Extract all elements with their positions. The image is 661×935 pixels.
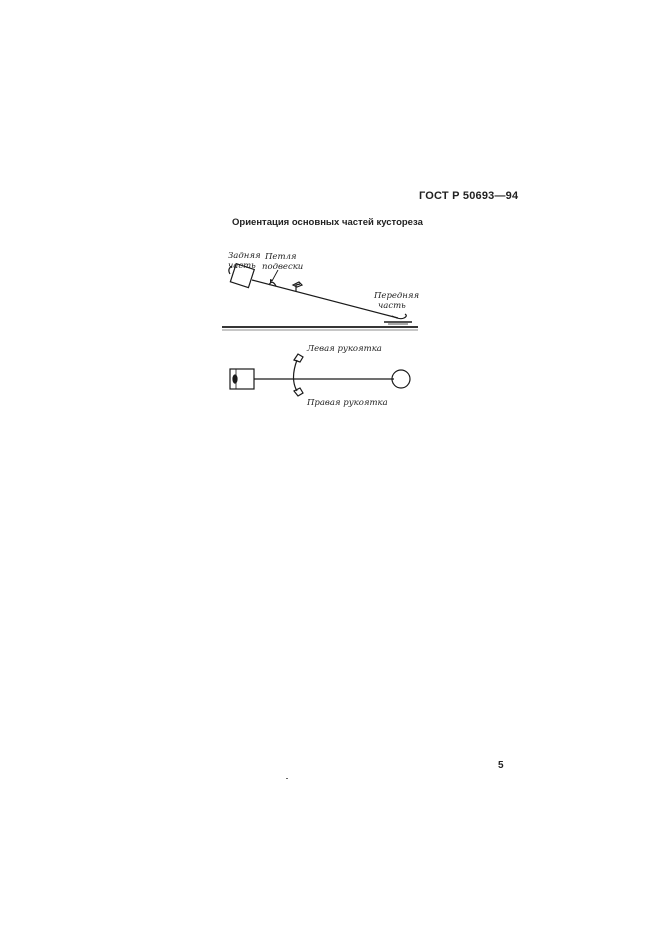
svg-text:Правая рукоятка: Правая рукоятка (306, 398, 388, 408)
svg-text:подвески: подвески (262, 262, 303, 272)
rear-cap-top (232, 374, 238, 384)
left-handle-grip (293, 353, 304, 363)
page-number: 5 (498, 760, 504, 771)
hang-loop-shape (268, 281, 277, 287)
handle-loop-top (292, 359, 298, 392)
rear-part-line1: Задняя (228, 251, 261, 261)
svg-text:часть: часть (228, 261, 256, 271)
shaft-side (251, 279, 399, 319)
left-handle-label: Левая рукоятка (306, 344, 382, 354)
svg-text:Левая рукоятка: Левая рукоятка (306, 344, 382, 354)
rear-part-line2: часть (228, 261, 256, 271)
svg-text:Передняя: Передняя (373, 291, 420, 301)
right-handle-grip (293, 387, 304, 397)
rear-block-side (229, 262, 256, 289)
front-head-top (391, 369, 411, 389)
right-handle-label: Правая рукоятка (306, 398, 388, 408)
document-header: ГОСТ Р 50693—94 (419, 190, 519, 202)
hang-loop-line2: подвески (262, 262, 303, 272)
front-head-side (391, 313, 407, 320)
hang-loop-line1: Петля (264, 252, 297, 262)
svg-text:Петля: Петля (264, 252, 297, 262)
rear-bump (228, 265, 233, 275)
scan-speck (286, 778, 288, 779)
svg-text:часть: часть (378, 301, 406, 311)
side-view (222, 262, 418, 331)
front-part-line2: часть (378, 301, 406, 311)
hang-loop-arrow (271, 269, 279, 282)
figure-title: Ориентация основных частей кустореза (232, 217, 423, 228)
svg-text:Задняя: Задняя (228, 251, 261, 261)
top-view (229, 353, 411, 397)
handle-side (291, 281, 304, 291)
front-part-line1: Передняя (373, 291, 420, 301)
